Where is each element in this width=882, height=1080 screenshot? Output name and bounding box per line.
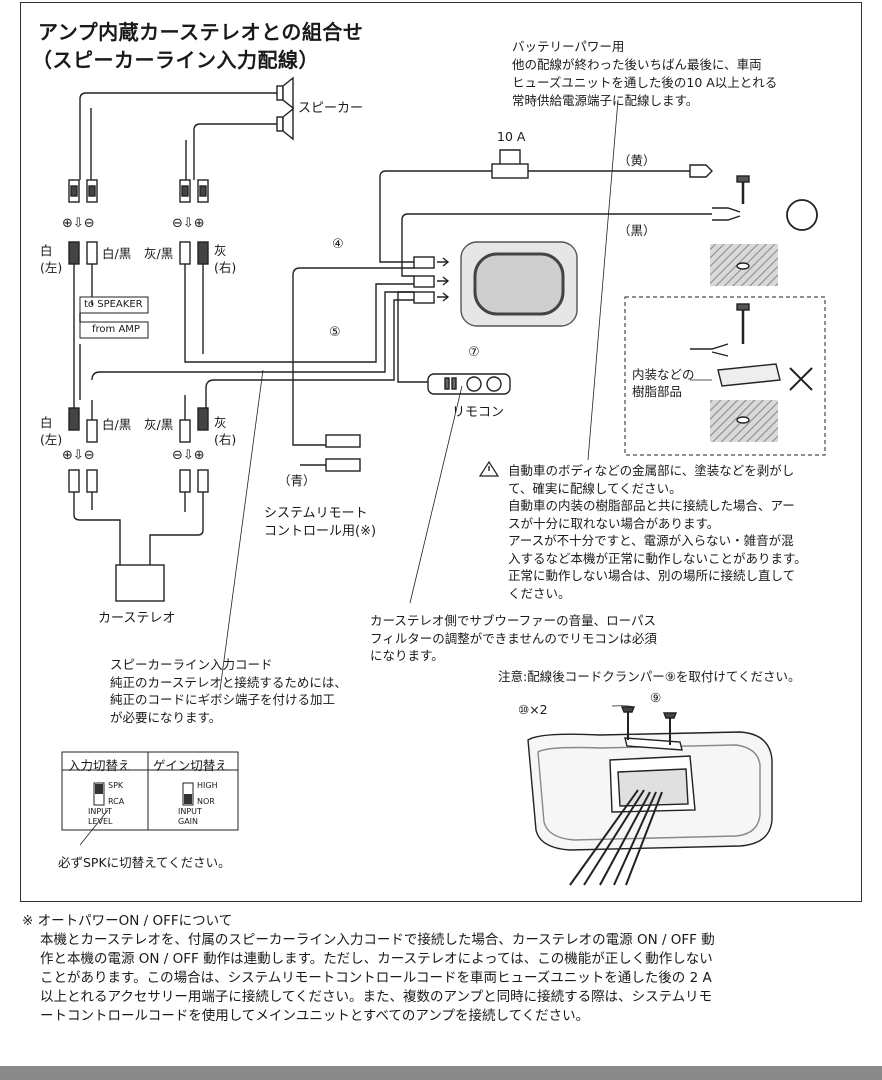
resin-part-label: 内装などの 樹脂部品 xyxy=(632,367,695,399)
wire-color-gray-bottom: 灰 (右) xyxy=(214,415,237,447)
wire-color-white-black-top: 白/黒 xyxy=(102,246,132,261)
grounding-warning: 自動車のボディなどの金属部に、塗装などを剥がし て、確実に配線してください。 自… xyxy=(508,463,807,601)
input-level-label: INPUT LEVEL xyxy=(88,807,113,826)
rca-label: RCA xyxy=(108,797,125,806)
car-stereo-box xyxy=(115,564,165,602)
wire-color-gray-top: 灰 (右) xyxy=(214,243,237,275)
nor-label: NOR xyxy=(197,797,215,806)
ground-screw-ng xyxy=(690,303,781,442)
fuse-label: 10 A xyxy=(497,129,526,144)
clamper-note: 注意:配線後コードクランパー⑨を取付けてください。 xyxy=(498,669,801,684)
remote-label: リモコン xyxy=(452,405,505,420)
connector-top-left xyxy=(68,179,98,203)
system-remote-label: システムリモート コントロール用(※) xyxy=(264,506,377,539)
wire-color-gray-black-bottom: 灰/黒 xyxy=(144,417,174,432)
connector-mid-upper xyxy=(68,241,209,265)
auto-power-line: ートコントロールコードを使用してメインユニットとすべてのアンプを接続してください… xyxy=(40,1008,590,1024)
diagram-frame xyxy=(20,2,862,902)
title-line1: アンプ内蔵カーステレオとの組合せ xyxy=(38,20,364,44)
polarity-bottom-right: ⊖⇩⊕ xyxy=(172,448,205,463)
car-stereo-label: カーステレオ xyxy=(98,611,176,626)
remote-control xyxy=(427,373,511,395)
callout-4: ④ xyxy=(332,237,344,252)
title-line2: （スピーカーライン入力配線） xyxy=(32,48,319,72)
footer-bar xyxy=(0,1066,882,1080)
remote-required-note: カーステレオ側でサブウーファーの音量、ローパス フィルターの調整ができませんので… xyxy=(370,613,657,663)
clamper-illustration xyxy=(527,705,773,886)
battery-note: バッテリーパワー用 他の配線が終わった後いちばん最後に、車両 ヒューズユニットを… xyxy=(512,39,778,108)
wire-color-white-black-bottom: 白/黒 xyxy=(102,417,132,432)
auto-power-note: ※ オートパワーON / OFFについて 本機とカーステレオを、付属のスピーカー… xyxy=(22,912,852,1026)
auto-power-line: ことがあります。この場合は、システムリモートコントロールコードを車両ヒューズユニ… xyxy=(40,970,712,986)
auto-power-title: ※ オートパワーON / OFFについて xyxy=(22,913,233,929)
ground-screw-ok xyxy=(710,175,778,286)
to-speaker-label: to SPEAKER xyxy=(84,299,143,310)
speaker-cord-note: スピーカーライン入力コード 純正のカーステレオと接続するためには、 純正のコード… xyxy=(110,657,347,725)
input-switch-header: 入力切替え xyxy=(68,758,131,773)
polarity-top-right: ⊖⇩⊕ xyxy=(172,216,205,231)
switch-table xyxy=(61,751,239,831)
wire-color-white-top: 白 (左) xyxy=(40,243,63,275)
polarity-top-left: ⊕⇩⊖ xyxy=(62,216,95,231)
connector-top-right xyxy=(179,179,209,203)
speaker-label: スピーカー xyxy=(298,101,364,116)
wiring-diagram xyxy=(61,76,826,886)
high-label: HIGH xyxy=(197,781,218,790)
black-wire-label: （黒） xyxy=(618,223,656,238)
polarity-bottom-left: ⊕⇩⊖ xyxy=(62,448,95,463)
speaker-icon xyxy=(276,76,294,141)
auto-power-line: 以上とれるアクセサリー用端子に接続してください。また、複数のアンプと同時に接続す… xyxy=(40,989,713,1005)
spk-label: SPK xyxy=(108,781,124,790)
from-amp-label: from AMP xyxy=(92,324,140,335)
gain-switch-header: ゲイン切替え xyxy=(153,758,228,773)
yellow-wire-label: （黄） xyxy=(618,153,656,168)
connector-lower xyxy=(68,407,209,493)
spk-note: 必ずSPKに切替えてください。 xyxy=(58,855,231,870)
blue-wire-label: （青） xyxy=(278,473,316,488)
amplifier-unit xyxy=(460,241,578,327)
wire-color-gray-black-top: 灰/黒 xyxy=(144,246,174,261)
auto-power-line: 本機とカーステレオを、付属のスピーカーライン入力コードで接続した場合、カーステレ… xyxy=(40,932,715,948)
clamper-callout: ⑨ xyxy=(650,690,662,705)
screw-count-label: ⑩×2 xyxy=(518,702,548,717)
callout-5: ⑤ xyxy=(329,325,341,340)
auto-power-line: 作と本機の電源 ON / OFF 動作は連動します。ただし、カーステレオによって… xyxy=(40,951,713,967)
input-gain-label: INPUT GAIN xyxy=(178,807,202,826)
auto-power-body: 本機とカーステレオを、付属のスピーカーライン入力コードで接続した場合、カーステレ… xyxy=(22,931,852,1026)
callout-7: ⑦ xyxy=(468,345,480,360)
wire-color-white-bottom: 白 (左) xyxy=(40,415,63,447)
